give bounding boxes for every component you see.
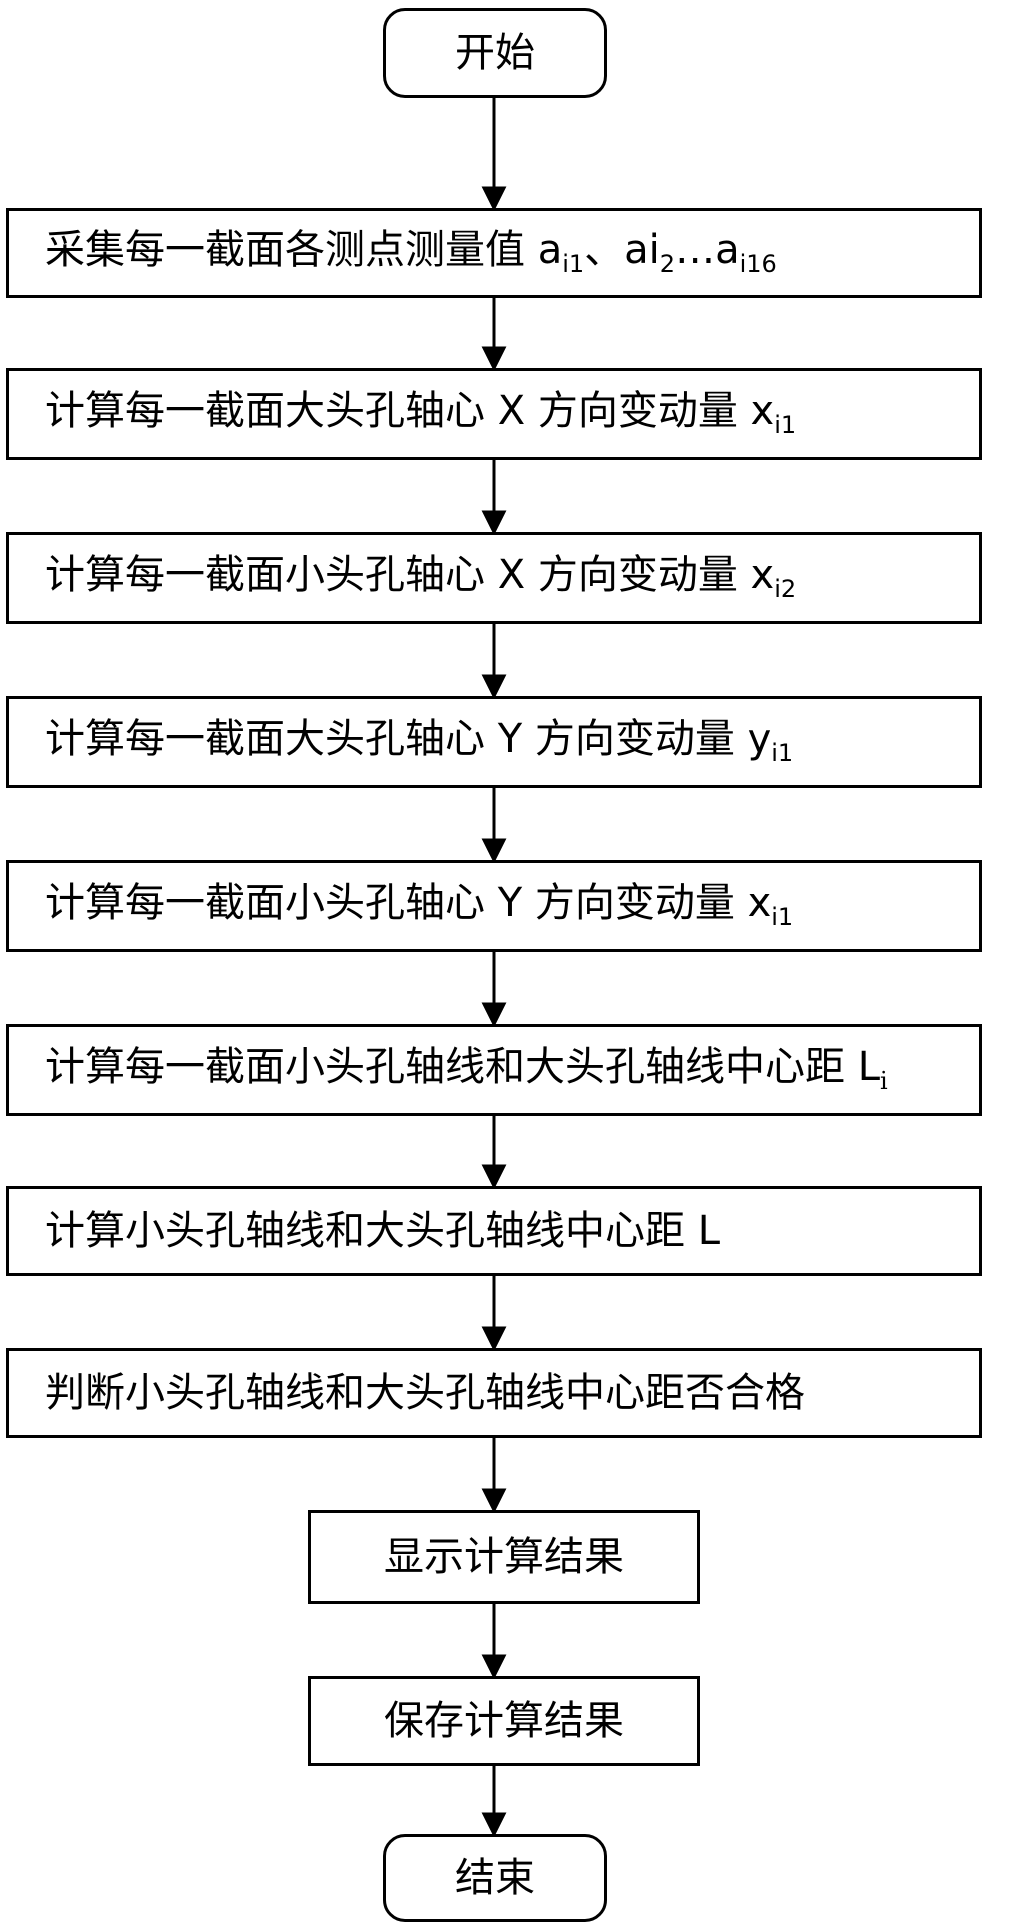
step-save-results: 保存计算结果 xyxy=(308,1676,700,1766)
step-3-label: 计算每一截面小头孔轴心 X 方向变动量 xi2 xyxy=(45,552,797,603)
step-8-label: 判断小头孔轴线和大头孔轴线中心距否合格 xyxy=(45,1370,805,1416)
arrow-step10-to-end xyxy=(481,1765,507,1838)
step-1-label: 采集每一截面各测点测量值 ai1、ai2…ai16 xyxy=(45,227,777,278)
arrow-step2-to-step3 xyxy=(481,459,507,536)
arrow-step4-to-step5 xyxy=(481,787,507,864)
start-label: 开始 xyxy=(455,30,535,76)
step-big-end-y-variation: 计算每一截面大头孔轴心 Y 方向变动量 yi1 xyxy=(6,696,982,788)
arrow-step6-to-step7 xyxy=(481,1115,507,1190)
arrow-step3-to-step4 xyxy=(481,623,507,700)
step-small-end-y-variation: 计算每一截面小头孔轴心 Y 方向变动量 xi1 xyxy=(6,860,982,952)
start-node: 开始 xyxy=(383,8,607,98)
step-judge-qualified: 判断小头孔轴线和大头孔轴线中心距否合格 xyxy=(6,1348,982,1438)
step-9-label: 显示计算结果 xyxy=(384,1534,624,1580)
arrow-step5-to-step6 xyxy=(481,951,507,1028)
end-node: 结束 xyxy=(383,1834,607,1922)
arrow-step1-to-step2 xyxy=(481,297,507,372)
arrow-step8-to-step9 xyxy=(481,1437,507,1514)
step-display-results: 显示计算结果 xyxy=(308,1510,700,1604)
step-center-distance: 计算小头孔轴线和大头孔轴线中心距 L xyxy=(6,1186,982,1276)
step-5-label: 计算每一截面小头孔轴心 Y 方向变动量 xi1 xyxy=(45,880,794,931)
step-collect-measurements: 采集每一截面各测点测量值 ai1、ai2…ai16 xyxy=(6,208,982,298)
step-7-label: 计算小头孔轴线和大头孔轴线中心距 L xyxy=(45,1208,720,1254)
step-big-end-x-variation: 计算每一截面大头孔轴心 X 方向变动量 xi1 xyxy=(6,368,982,460)
step-10-label: 保存计算结果 xyxy=(384,1698,624,1744)
arrow-start-to-step1 xyxy=(481,96,507,212)
step-small-end-x-variation: 计算每一截面小头孔轴心 X 方向变动量 xi2 xyxy=(6,532,982,624)
step-4-label: 计算每一截面大头孔轴心 Y 方向变动量 yi1 xyxy=(45,716,794,767)
step-2-label: 计算每一截面大头孔轴心 X 方向变动量 xi1 xyxy=(45,388,797,439)
step-section-center-distance: 计算每一截面小头孔轴线和大头孔轴线中心距 Li xyxy=(6,1024,982,1116)
arrow-step9-to-step10 xyxy=(481,1603,507,1680)
end-label: 结束 xyxy=(455,1855,535,1901)
arrow-step7-to-step8 xyxy=(481,1275,507,1352)
step-6-label: 计算每一截面小头孔轴线和大头孔轴线中心距 Li xyxy=(45,1044,888,1095)
